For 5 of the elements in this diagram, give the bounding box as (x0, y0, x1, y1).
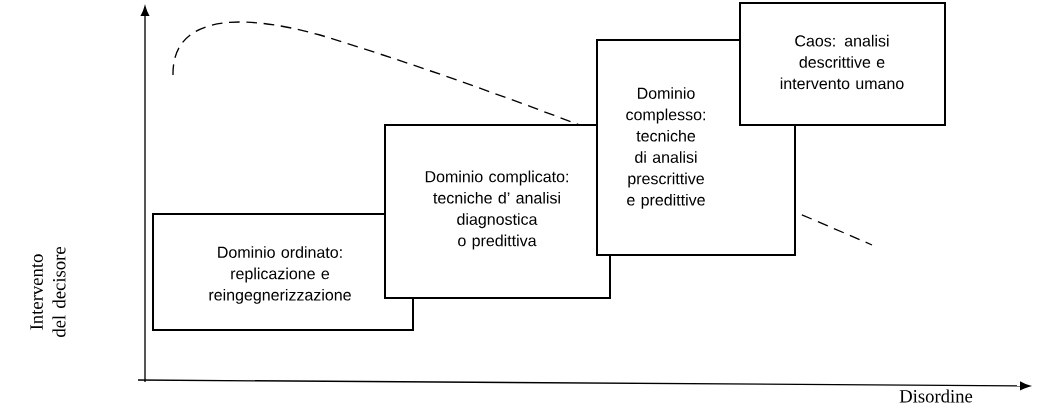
axis-label: Intervento del decisore (30, 247, 66, 337)
text-box: Caos: analisi descrittive e intervento umano (739, 2, 946, 126)
text-box: Dominio ordinato: replicazione e reingegnerizzazione (152, 213, 414, 331)
text-box: Dominio complicato: tecniche d’ analisi diagnostica o predittiva (384, 124, 611, 299)
axis-label: Disordine (899, 389, 973, 403)
